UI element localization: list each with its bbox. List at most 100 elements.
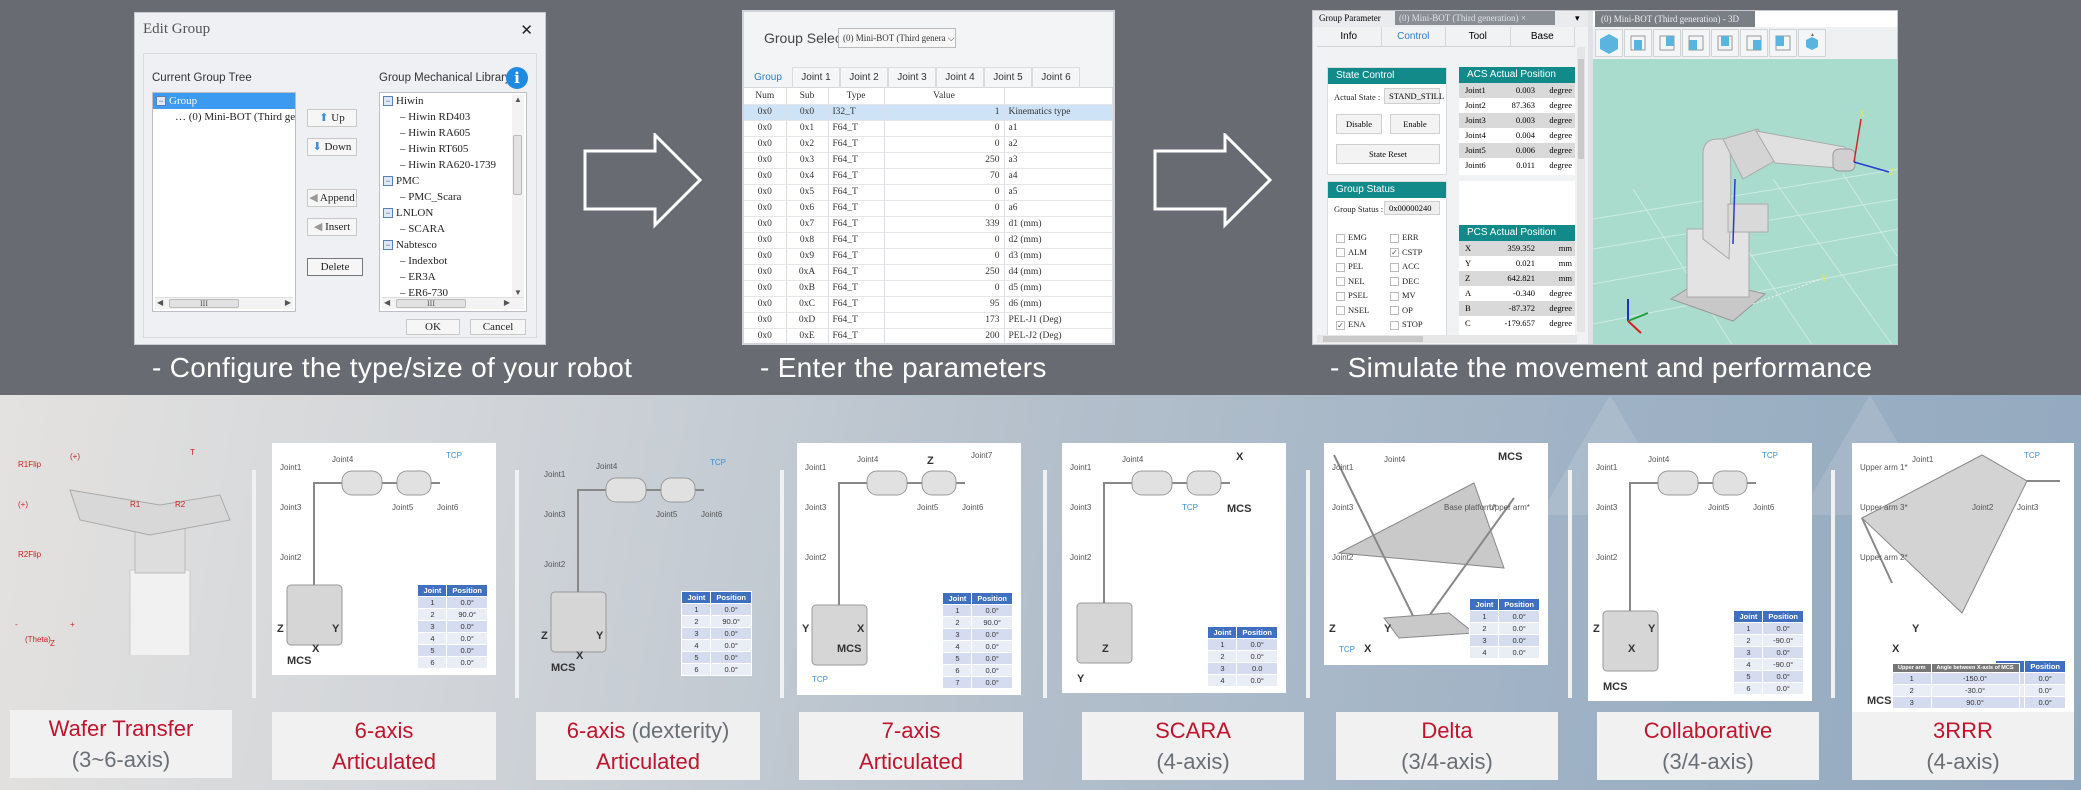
iso-view-icon[interactable] xyxy=(1595,29,1623,57)
checkbox-icon[interactable] xyxy=(1390,291,1399,301)
status-flag-psel[interactable]: PSEL xyxy=(1336,290,1368,301)
library-node[interactable]: −Nabtesco xyxy=(380,237,526,253)
library-node[interactable]: −PMC xyxy=(380,173,526,189)
front-view-icon[interactable] xyxy=(1682,29,1710,57)
horizontal-scrollbar[interactable]: ◀III▶ xyxy=(155,297,293,309)
collapse-icon[interactable]: − xyxy=(383,208,393,219)
tree-node[interactable]: −Group xyxy=(153,93,295,109)
library-node[interactable]: – Hiwin RD403 xyxy=(380,109,526,125)
tab-group-parameter[interactable]: Group Parameter xyxy=(1319,13,1381,23)
pan-view-icon[interactable]: ▲ xyxy=(1798,29,1826,57)
tab-robot[interactable]: (0) Mini-BOT (Third generation) × xyxy=(1395,11,1555,25)
horizontal-scrollbar[interactable]: ◀III▶ xyxy=(382,297,524,309)
checkbox-icon[interactable] xyxy=(1336,262,1345,272)
library-node[interactable]: – Hiwin RT605 xyxy=(380,141,526,157)
scroll-thumb[interactable]: III xyxy=(169,299,239,308)
library-node[interactable]: −LNLON xyxy=(380,205,526,221)
cell-value[interactable]: 0 xyxy=(884,232,1005,249)
checkbox-icon[interactable] xyxy=(1390,306,1399,316)
menu-chevron-icon[interactable]: ▾ xyxy=(1575,13,1580,23)
current-group-tree[interactable]: −Group… (0) Mini-BOT (Third gene ◀III▶ xyxy=(152,92,296,312)
tab-joint-2[interactable]: Joint 2 xyxy=(840,67,888,87)
cell-value[interactable]: 1 xyxy=(884,104,1005,121)
close-icon[interactable]: ✕ xyxy=(520,23,533,39)
cell-value[interactable]: 0 xyxy=(884,280,1005,297)
status-flag-stop[interactable]: STOP xyxy=(1390,319,1423,330)
collapse-icon[interactable]: − xyxy=(383,240,393,251)
library-node[interactable]: – Hiwin RA605 xyxy=(380,125,526,141)
library-node[interactable]: – PMC_Scara xyxy=(380,189,526,205)
cell-value[interactable]: 173 xyxy=(884,312,1005,329)
checkbox-icon[interactable]: ✓ xyxy=(1336,320,1345,330)
collapse-icon[interactable]: − xyxy=(383,96,393,107)
3d-scene[interactable]: X Z Y xyxy=(1593,59,1897,344)
cell-value[interactable]: 70 xyxy=(884,168,1005,185)
horizontal-scrollbar[interactable] xyxy=(1317,335,1577,343)
tab-joint-4[interactable]: Joint 4 xyxy=(936,67,984,87)
status-flag-err[interactable]: ERR xyxy=(1390,232,1419,243)
status-flag-mv[interactable]: MV xyxy=(1390,290,1416,301)
bottom-view-icon[interactable] xyxy=(1653,29,1681,57)
down-button[interactable]: ⬇ Down xyxy=(307,138,357,156)
tab-tool[interactable]: Tool xyxy=(1446,27,1511,46)
delete-button[interactable]: Delete xyxy=(307,258,363,276)
checkbox-icon[interactable] xyxy=(1390,233,1399,243)
group-select-dropdown[interactable]: (0) Mini-BOT (Third genera ⌵ xyxy=(838,28,956,48)
state-reset-button[interactable]: State Reset xyxy=(1336,144,1440,164)
status-flag-cstp[interactable]: ✓CSTP xyxy=(1390,247,1422,258)
status-flag-nel[interactable]: NEL xyxy=(1336,276,1365,287)
cell-value[interactable]: 0 xyxy=(884,120,1005,137)
disable-button[interactable]: Disable xyxy=(1336,114,1382,134)
top-view-icon[interactable] xyxy=(1624,29,1652,57)
close-icon[interactable]: × xyxy=(1520,13,1526,23)
status-flag-emg[interactable]: EMG xyxy=(1336,232,1367,243)
append-button[interactable]: ◀ Append xyxy=(307,189,357,207)
tab-info[interactable]: Info xyxy=(1317,27,1382,46)
status-flag-dec[interactable]: DEC xyxy=(1390,276,1419,287)
collapse-icon[interactable]: − xyxy=(156,96,166,107)
checkbox-icon[interactable] xyxy=(1390,277,1399,287)
cell-value[interactable]: 0 xyxy=(884,248,1005,265)
tab-joint-6[interactable]: Joint 6 xyxy=(1032,67,1080,87)
checkbox-icon[interactable] xyxy=(1390,320,1399,330)
status-flag-alm[interactable]: ALM xyxy=(1336,247,1367,258)
cell-value[interactable]: 0 xyxy=(884,184,1005,201)
status-flag-ena[interactable]: ✓ENA xyxy=(1336,319,1365,330)
library-node[interactable]: −Hiwin xyxy=(380,93,526,109)
scroll-thumb[interactable]: III xyxy=(396,299,466,308)
library-node[interactable]: – SCARA xyxy=(380,221,526,237)
cell-value[interactable]: 339 xyxy=(884,216,1005,233)
status-flag-op[interactable]: OP xyxy=(1390,305,1413,316)
up-button[interactable]: ⬆ Up xyxy=(307,109,357,127)
library-node[interactable]: – ER3A xyxy=(380,269,526,285)
checkbox-icon[interactable] xyxy=(1336,233,1345,243)
checkbox-icon[interactable] xyxy=(1336,291,1345,301)
back-view-icon[interactable] xyxy=(1711,29,1739,57)
cell-value[interactable]: 0 xyxy=(884,200,1005,217)
collapse-icon[interactable]: − xyxy=(383,176,393,187)
tab-joint-3[interactable]: Joint 3 xyxy=(888,67,936,87)
tab-group[interactable]: Group xyxy=(744,67,792,87)
insert-button[interactable]: ◀ Insert xyxy=(307,218,357,236)
cancel-button[interactable]: Cancel xyxy=(470,319,526,335)
tab-joint-5[interactable]: Joint 5 xyxy=(984,67,1032,87)
right-view-icon[interactable] xyxy=(1769,29,1797,57)
group-mechanical-library-tree[interactable]: −Hiwin– Hiwin RD403– Hiwin RA605– Hiwin … xyxy=(379,92,527,312)
scroll-thumb[interactable] xyxy=(513,135,522,195)
status-flag-acc[interactable]: ACC xyxy=(1390,261,1419,272)
enable-button[interactable]: Enable xyxy=(1390,114,1440,134)
checkbox-icon[interactable] xyxy=(1336,248,1345,258)
info-icon[interactable]: i xyxy=(506,67,528,89)
vertical-scrollbar[interactable] xyxy=(1577,47,1585,332)
